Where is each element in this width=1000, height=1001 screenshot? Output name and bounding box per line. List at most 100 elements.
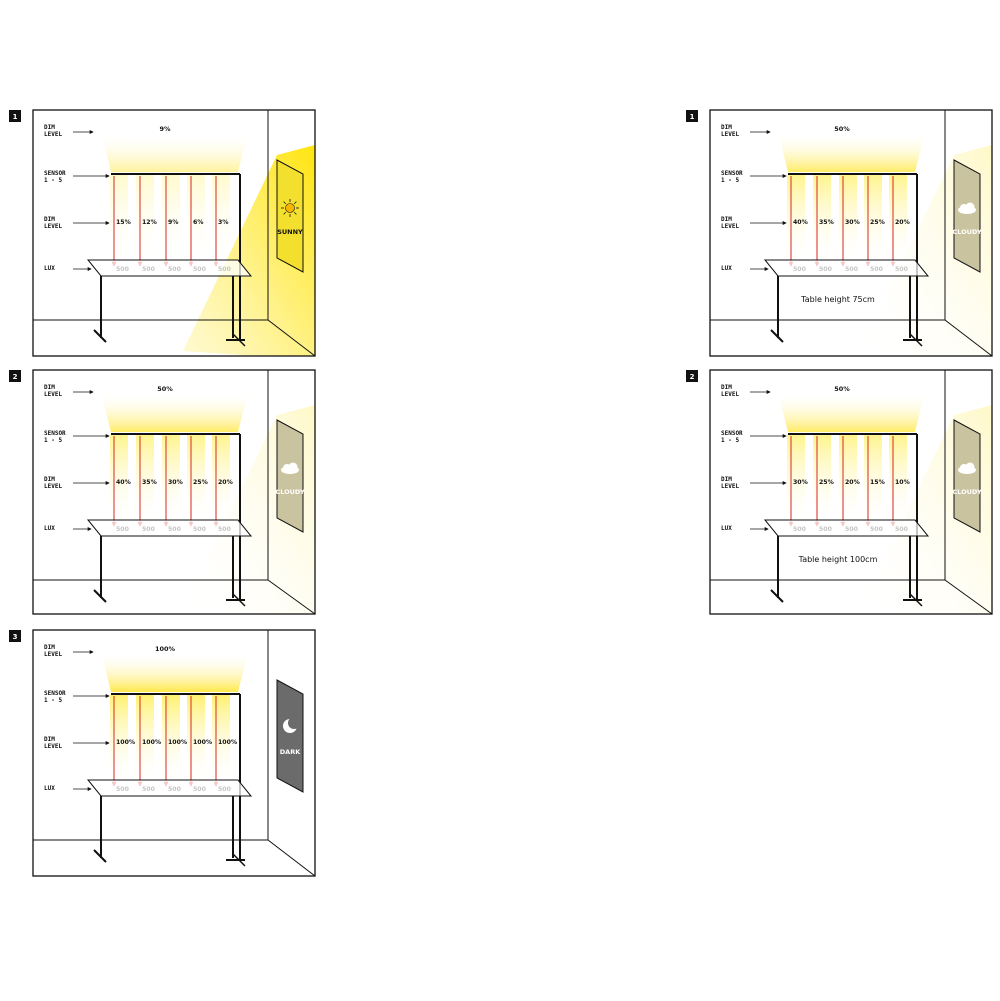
sensor-label: SENSOR: [721, 430, 743, 437]
ceiling-dim-value: 50%: [157, 385, 173, 393]
weather-label: CLOUDY: [952, 228, 981, 236]
sensor-label: SENSOR: [44, 690, 66, 697]
floor-perspective-line: [267, 839, 316, 877]
room-frame: [709, 369, 993, 615]
ceiling-light-glow: [101, 392, 248, 432]
sensor-dim-value: 6%: [193, 219, 204, 226]
dim-level-label: LEVEL: [721, 391, 739, 398]
dim-level-label: DIM: [44, 384, 55, 391]
dim-level-label: DIM: [44, 216, 55, 223]
panel-number-badge: [9, 630, 21, 642]
table-foot: [93, 849, 107, 863]
lux-label: LUX: [44, 785, 55, 792]
panel-number: 3: [13, 633, 18, 641]
sensor-label: 1 - 5: [721, 437, 739, 444]
room-frame: [32, 629, 316, 877]
cloud-icon: [281, 462, 299, 474]
table-top: [86, 519, 253, 537]
sensor-dim-value: 30%: [168, 479, 183, 486]
sensor-dim-value: 25%: [193, 479, 208, 486]
floor-perspective-line: [267, 579, 316, 615]
sensor-dim-value: 35%: [142, 479, 157, 486]
lux-label: LUX: [721, 525, 732, 532]
dim-level-label: DIM: [44, 644, 55, 651]
dim-level-label: LEVEL: [44, 651, 62, 658]
sensor-label: 1 - 5: [44, 697, 62, 704]
sensor-dim-value: 15%: [116, 219, 131, 226]
dim-level-label: LEVEL: [44, 223, 62, 230]
dim-level-label: DIM: [44, 476, 55, 483]
lux-label: LUX: [44, 525, 55, 532]
dim-level-label: LEVEL: [44, 743, 62, 750]
dim-level-label: LEVEL: [44, 131, 62, 138]
panel-number: 2: [13, 373, 18, 381]
sensor-dim-value: 25%: [819, 479, 834, 486]
sensor-dim-value: 40%: [116, 479, 131, 486]
dim-level-label: DIM: [44, 736, 55, 743]
floor-perspective-line: [944, 319, 993, 357]
panel-number: 1: [690, 113, 695, 121]
sensor-dim-value: 100%: [116, 739, 135, 746]
sensor-dim-value: 12%: [142, 219, 157, 226]
table-foot: [93, 329, 107, 343]
table-top: [86, 259, 253, 277]
sensor-dim-value: 10%: [895, 479, 910, 486]
dim-level-label: DIM: [721, 476, 732, 483]
dim-level-label: DIM: [44, 124, 55, 131]
dim-level-label: DIM: [721, 216, 732, 223]
table-height-caption: Table height 75cm: [800, 295, 875, 304]
table-foot: [232, 333, 246, 347]
ceiling-dim-value: 50%: [834, 125, 850, 133]
sensor-dim-value: 100%: [218, 739, 237, 746]
floor-perspective-line: [944, 579, 993, 615]
table-height-caption: Table height 100cm: [798, 555, 878, 564]
sensor-dim-value: 20%: [845, 479, 860, 486]
table-foot: [909, 593, 923, 607]
dim-level-label: DIM: [721, 124, 732, 131]
window-panel: [953, 159, 981, 273]
sensor-dim-value: 30%: [845, 219, 860, 226]
ceiling-light-glow: [101, 132, 248, 172]
panel-number: 1: [13, 113, 18, 121]
sensor-dim-value: 20%: [895, 219, 910, 226]
ceiling-light-glow: [778, 392, 925, 432]
panel-number-badge: [686, 370, 698, 382]
ceiling-dim-value: 9%: [159, 125, 171, 133]
window-panel: [276, 679, 304, 793]
sensor-dim-value: 30%: [793, 479, 808, 486]
ceiling-light-glow: [101, 652, 248, 692]
sensor-label: SENSOR: [44, 170, 66, 177]
sensor-label: 1 - 5: [721, 177, 739, 184]
sensor-dim-value: 3%: [218, 219, 229, 226]
table-foot: [93, 589, 107, 603]
panel-number-badge: [9, 370, 21, 382]
floor-perspective-line: [267, 319, 316, 357]
sensor-label: SENSOR: [721, 170, 743, 177]
moon-icon: [283, 717, 300, 733]
panel-number-badge: [9, 110, 21, 122]
dim-level-label: DIM: [721, 384, 732, 391]
weather-label: SUNNY: [277, 228, 303, 236]
dim-level-label: LEVEL: [721, 131, 739, 138]
dim-level-label: LEVEL: [44, 483, 62, 490]
ceiling-light-glow: [778, 132, 925, 172]
sensor-dim-value: 100%: [168, 739, 187, 746]
sensor-label: 1 - 5: [44, 437, 62, 444]
sensor-label: 1 - 5: [44, 177, 62, 184]
panel-number-badge: [686, 110, 698, 122]
window-panel: [276, 419, 304, 533]
sensor-dim-value: 100%: [142, 739, 161, 746]
sensor-dim-value: 100%: [193, 739, 212, 746]
cloud-icon: [958, 462, 976, 474]
room-frame: [32, 109, 316, 357]
weather-label: DARK: [280, 748, 301, 756]
weather-label: CLOUDY: [275, 488, 304, 496]
table-foot: [909, 333, 923, 347]
table-top: [86, 779, 253, 797]
